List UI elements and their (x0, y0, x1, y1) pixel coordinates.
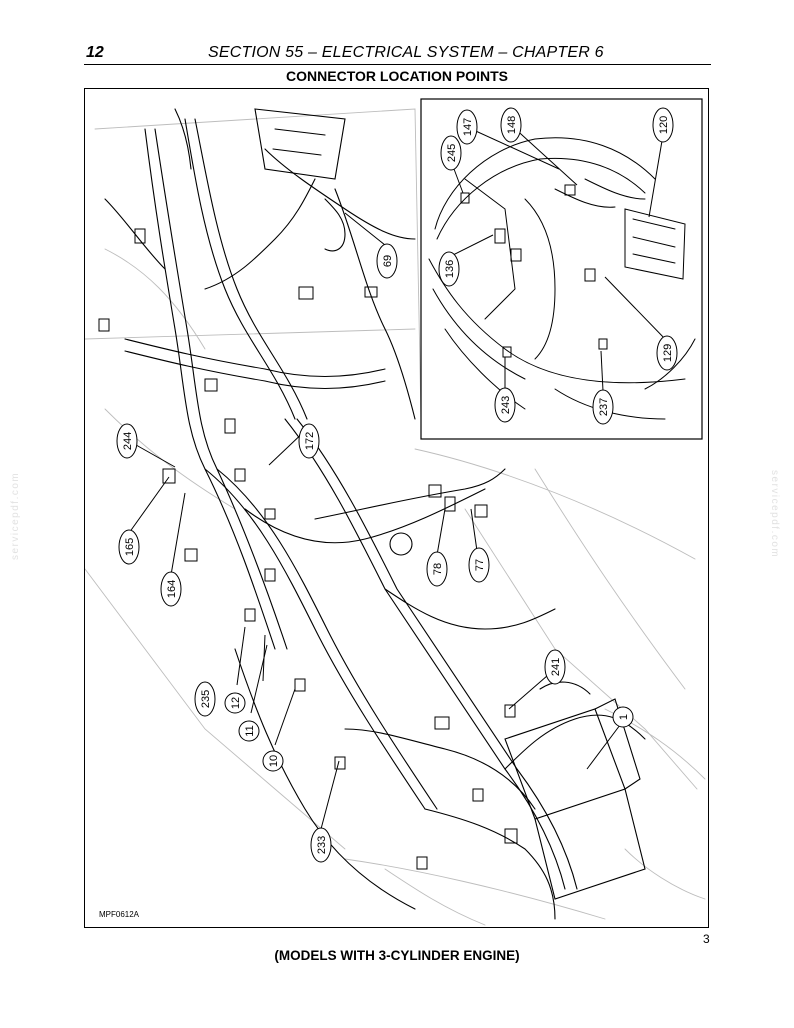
svg-text:129: 129 (662, 344, 674, 362)
chapter-subtitle: CONNECTOR LOCATION POINTS (286, 68, 508, 84)
callout-237: 237 (592, 389, 614, 425)
callout-233: 233 (310, 827, 332, 863)
svg-text:243: 243 (500, 396, 512, 414)
section-title: SECTION 55 – ELECTRICAL SYSTEM – CHAPTER… (208, 44, 604, 61)
callout-leaders (128, 124, 668, 830)
callout-77: 77 (468, 547, 490, 583)
callout-120: 120 (652, 107, 674, 143)
svg-text:235: 235 (200, 690, 212, 708)
callout-148: 148 (500, 107, 522, 143)
svg-text:120: 120 (658, 116, 670, 134)
svg-text:136: 136 (444, 260, 456, 278)
callout-78: 78 (426, 551, 448, 587)
svg-text:147: 147 (462, 118, 474, 136)
wiring-harness-figure: 147 148 120 245 136 129 (84, 88, 709, 928)
callout-245: 245 (440, 135, 462, 171)
svg-text:164: 164 (166, 580, 178, 598)
callouts: 147 148 120 245 136 129 (116, 107, 678, 863)
svg-text:10: 10 (268, 755, 280, 767)
callout-11: 11 (238, 720, 260, 742)
callout-172: 172 (298, 423, 320, 459)
header-rule (84, 64, 711, 65)
svg-text:69: 69 (382, 255, 394, 267)
svg-text:165: 165 (124, 538, 136, 556)
callout-241: 241 (544, 649, 566, 685)
inset-detail (420, 98, 703, 440)
callout-164: 164 (160, 571, 182, 607)
figure-caption: (MODELS WITH 3-CYLINDER ENGINE) (274, 948, 520, 963)
callout-1: 1 (612, 706, 634, 728)
callout-136: 136 (438, 251, 460, 287)
svg-text:233: 233 (316, 836, 328, 854)
watermark-right: servicepdf.com (769, 470, 780, 559)
svg-text:77: 77 (474, 559, 486, 571)
figure-sheet-number: 3 (703, 932, 710, 946)
callout-129: 129 (656, 335, 678, 371)
svg-text:11: 11 (244, 725, 256, 736)
callout-165: 165 (118, 529, 140, 565)
callout-243: 243 (494, 387, 516, 423)
svg-text:245: 245 (446, 144, 458, 162)
callout-244: 244 (116, 423, 138, 459)
svg-text:244: 244 (122, 432, 134, 450)
svg-text:237: 237 (598, 398, 610, 416)
watermark-left: servicepdf.com (10, 471, 21, 560)
svg-text:172: 172 (304, 432, 316, 450)
figure-code: MPF0612A (99, 910, 140, 919)
svg-text:1: 1 (618, 714, 630, 720)
page-number: 12 (86, 44, 104, 61)
callout-147: 147 (456, 109, 478, 145)
callout-69: 69 (376, 243, 398, 279)
callout-12: 12 (224, 692, 246, 714)
callout-10: 10 (262, 750, 284, 772)
harness-illustration: 147 148 120 245 136 129 (85, 98, 706, 926)
callout-235: 235 (194, 681, 216, 717)
svg-text:241: 241 (550, 658, 562, 676)
harness-drawing (85, 108, 706, 926)
svg-text:148: 148 (506, 116, 518, 134)
svg-text:78: 78 (432, 563, 444, 575)
svg-text:12: 12 (230, 697, 242, 709)
